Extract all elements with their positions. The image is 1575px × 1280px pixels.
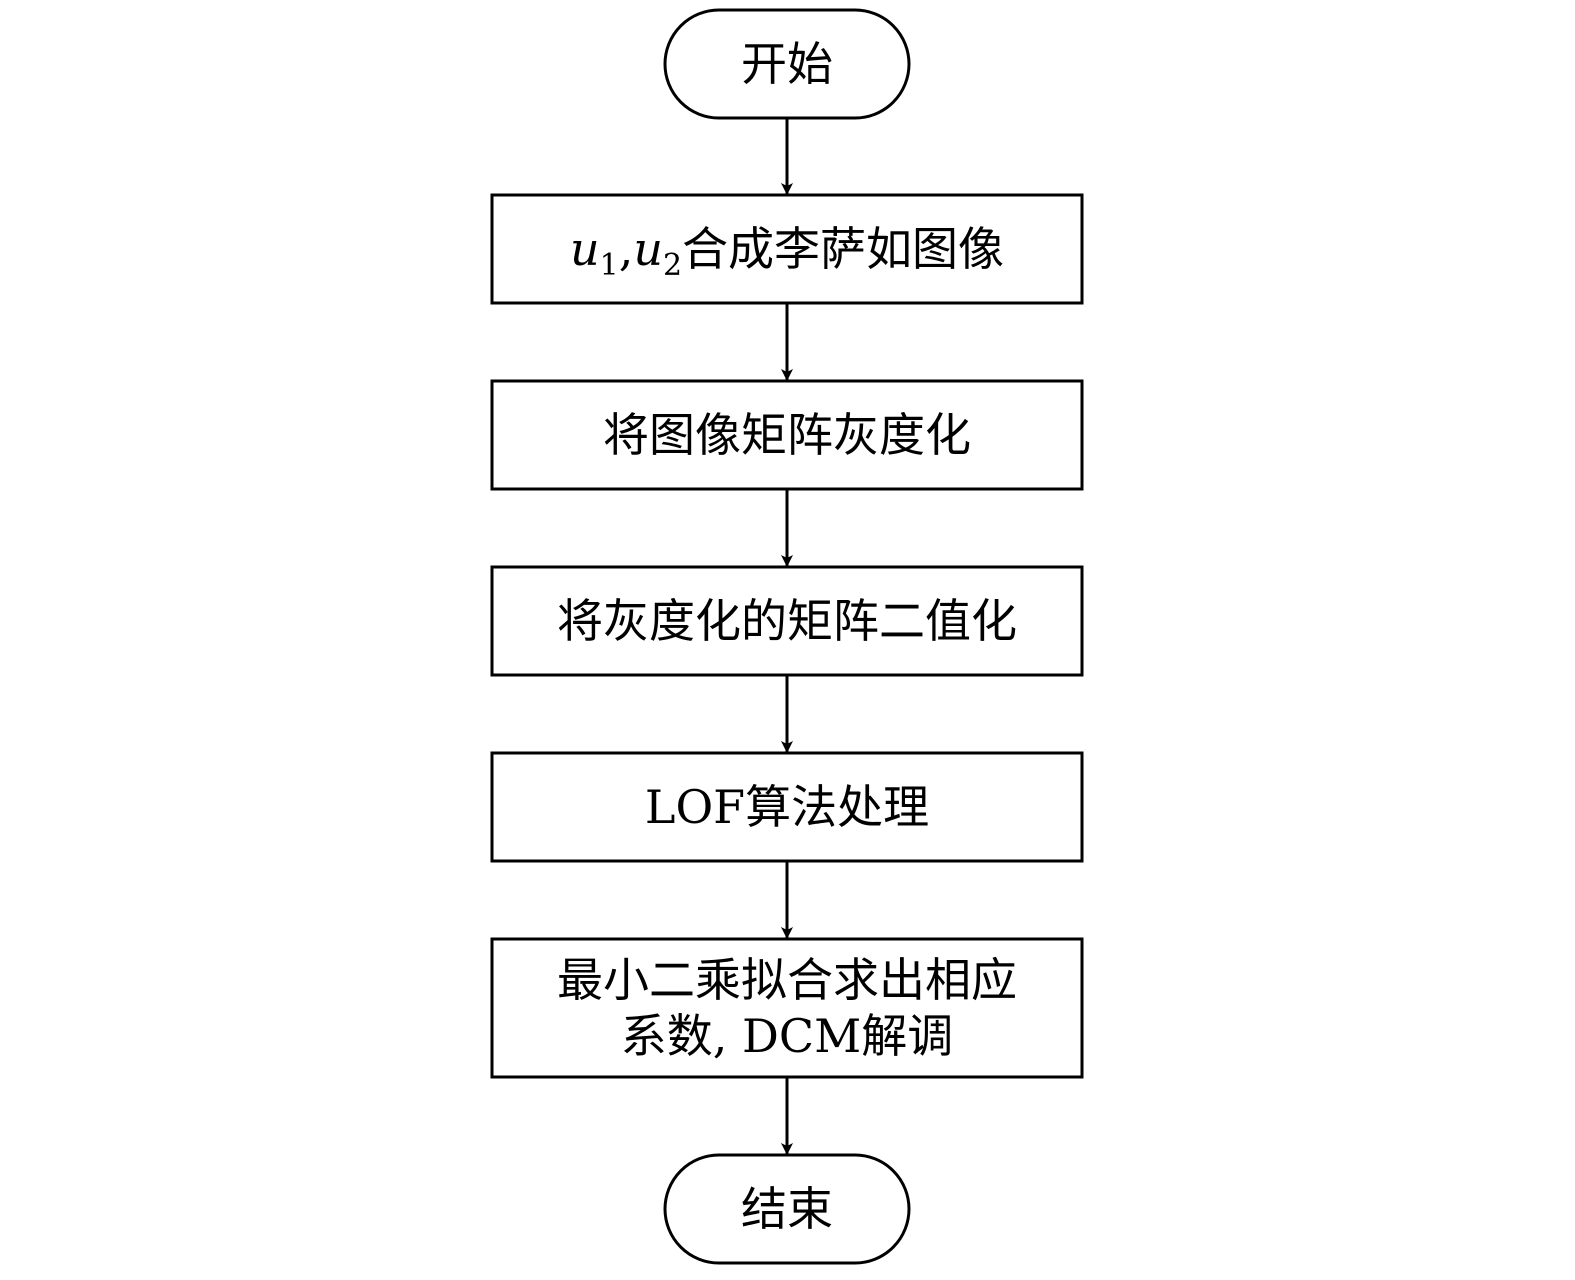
label-part: , — [619, 222, 634, 276]
node-label: 最小二乘拟合求出相应 — [557, 953, 1017, 1007]
node-label: u1,u2合成李萨如图像 — [570, 222, 1004, 283]
process-box — [490, 565, 1084, 677]
process-box — [490, 937, 1084, 1079]
node-label: 系数, DCM解调 — [621, 1009, 953, 1063]
node-label: 开始 — [741, 37, 833, 91]
label-part: u — [570, 222, 600, 276]
node-label: 结束 — [741, 1182, 833, 1236]
process-box — [490, 193, 1084, 305]
node-step3: 将灰度化的矩阵二值化 — [490, 565, 1084, 677]
terminator-shape — [663, 8, 911, 120]
label-part: 2 — [663, 248, 682, 283]
label-part: u — [633, 222, 663, 276]
node-label: 将图像矩阵灰度化 — [603, 408, 971, 462]
node-label: 将灰度化的矩阵二值化 — [557, 594, 1017, 648]
node-step4: LOF算法处理 — [490, 751, 1084, 863]
process-box — [490, 751, 1084, 863]
node-step1: u1,u2合成李萨如图像 — [490, 193, 1084, 305]
label-part: 合成李萨如图像 — [682, 222, 1004, 276]
node-end: 结束 — [663, 1153, 911, 1265]
node-label: LOF算法处理 — [645, 780, 929, 834]
terminator-shape — [663, 1153, 911, 1265]
process-box — [490, 379, 1084, 491]
node-start: 开始 — [663, 8, 911, 120]
node-step2: 将图像矩阵灰度化 — [490, 379, 1084, 491]
label-part: 1 — [600, 248, 619, 283]
